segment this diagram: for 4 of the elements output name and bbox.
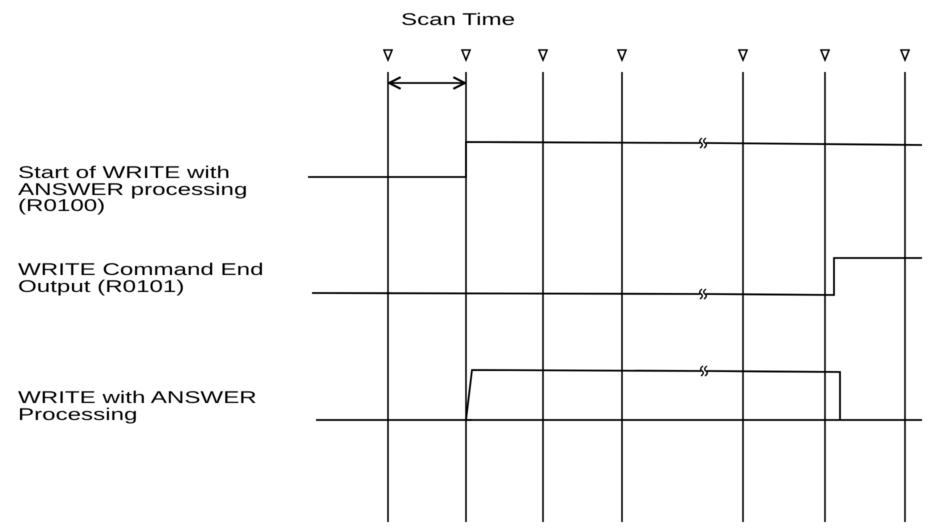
- signal-name: Start of WRITE with ANSWER processing (R0100): [18, 165, 248, 214]
- signal-name: WRITE with ANSWER Processing: [18, 390, 258, 423]
- signal-name: WRITE Command End Output (R0101): [18, 262, 264, 295]
- dimension-label: Scan Time: [401, 12, 516, 28]
